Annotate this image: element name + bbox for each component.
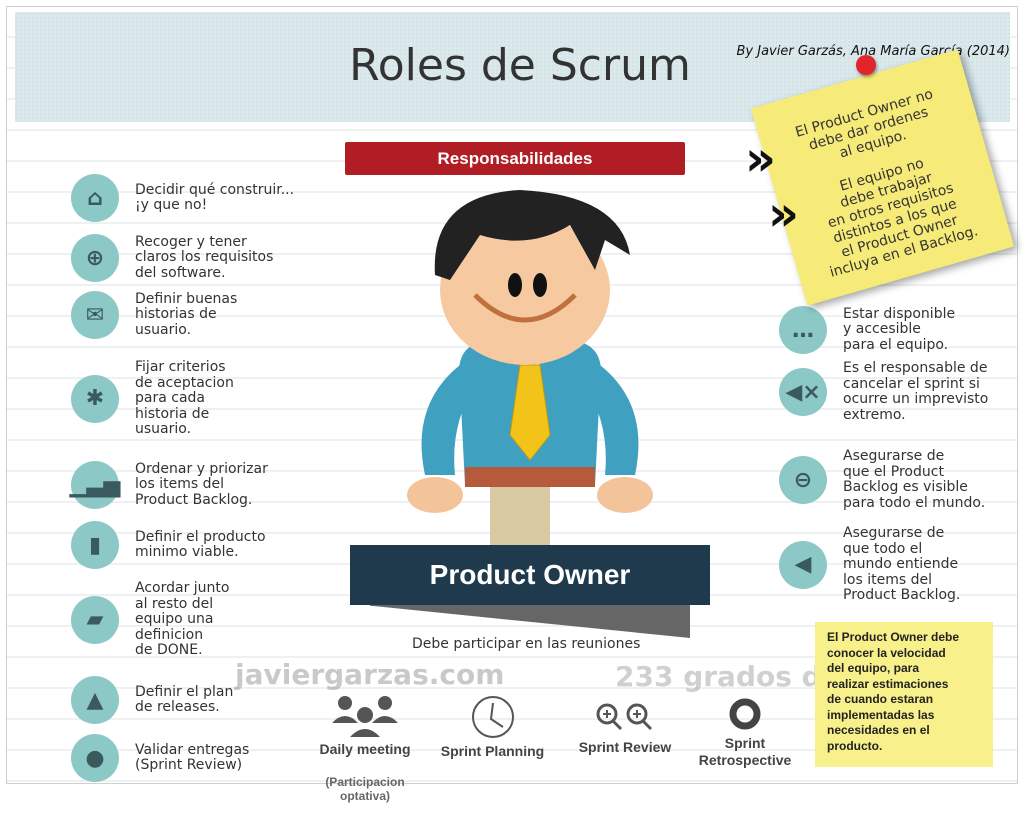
meeting-label: Daily meeting [319,741,411,757]
responsibility-text: Es el responsable de cancelar el sprint … [843,360,989,423]
responsibility-item: ⊖ Asegurarse de que el Product Backlog es… [779,448,986,511]
double-chevron-icon: » [768,186,800,242]
meetings-intro: Debe participar en las reuniones [412,636,641,652]
double-chevron-icon: » [745,131,777,187]
speaker-icon: ◀ [779,540,827,589]
meeting-daily: Daily meeting (Participacion optativa) [310,678,420,820]
folder-icon: ▰ [71,595,119,644]
pushpin-icon [856,55,876,75]
responsibility-item: ▮ Definir el producto minimo viable. [71,521,266,569]
responsibility-text: Asegurarse de que todo el mundo entiende… [843,525,961,603]
asterisk-icon: ✱ [71,374,119,423]
responsibility-text: Validar entregas (Sprint Review) [135,741,250,773]
product-owner-character [407,190,653,545]
responsibility-text: Definir el producto minimo viable. [135,528,266,560]
responsibility-item: ▰ Acordar junto al resto del equipo una d… [71,580,230,659]
responsibility-text: Recoger y tener claros los requisitos de… [135,233,274,281]
meeting-label: Sprint Planning [440,743,545,759]
responsibilities-banner: Responsabilidades [345,142,685,175]
responsibility-text: Decidir qué construir... ¡y que no! [135,181,295,213]
responsibility-item: ✉ Definir buenas historias de usuario. [71,291,237,339]
envelope-icon: ✉ [71,291,119,339]
meeting-review: Sprint Review [570,684,680,773]
responsibility-text: Asegurarse de que el Product Backlog es … [843,448,986,511]
responsibility-item: … Estar disponible y accesible para el eq… [779,306,955,354]
responsibility-text: Acordar junto al resto del equipo una de… [135,580,230,658]
meeting-label: Sprint Review [578,739,672,755]
people-icon [332,696,398,737]
ring-icon [729,698,761,730]
responsibility-text: Ordenar y priorizar los items del Produc… [135,460,268,508]
magnifiers-icon [596,703,653,731]
responsibility-item: ▁▃▅ Ordenar y priorizar los items del Pro… [70,460,268,509]
meeting-retrospective: Sprint Retrospective [690,680,800,786]
meeting-label: Sprint Retrospective [698,735,792,768]
battery-icon: ▮ [71,521,119,569]
role-banner: Product Owner [350,545,710,605]
home-icon: ⌂ [71,174,119,222]
responsibility-text: Estar disponible y accesible para el equ… [843,305,956,353]
zoom-in-icon: ⊕ [71,234,119,282]
signal-bars-icon: ▁▃▅ [70,461,120,509]
chat-bubble-icon: … [779,306,827,354]
velocity-note: El Product Owner debe conocer la velocid… [815,622,993,767]
responsibility-item: ● Validar entregas (Sprint Review) [71,734,249,782]
responsibility-text: Definir el plan de releases. [135,683,234,715]
author-credit: By Javier Garzás, Ana María García (2014… [736,44,1010,59]
responsibility-item: ⌂ Decidir qué construir... ¡y que no! [71,174,294,222]
meeting-planning: Sprint Planning [435,678,550,777]
meeting-note: (Participacion optativa) [325,775,405,803]
watermark-javiergarzas: javiergarzas.com [235,658,505,691]
user-icon: ● [71,734,119,782]
responsibility-item: ◀× Es el responsable de cancelar el sprin… [779,360,989,423]
responsibility-item: ◀ Asegurarse de que todo el mundo entiend… [779,525,961,604]
responsibility-item: ✱ Fijar criterios de aceptacion para cada… [71,359,234,438]
zoom-out-icon: ⊖ [779,456,827,504]
responsibility-item: ▲ Definir el plan de releases. [71,676,233,724]
responsibility-text: Fijar criterios de aceptacion para cada … [135,359,234,437]
clock-icon [471,696,514,738]
responsibility-item: ⊕ Recoger y tener claros los requisitos d… [71,234,273,282]
page-title: Roles de Scrum [349,40,691,91]
responsibility-text: Definir buenas historias de usuario. [135,290,238,338]
speaker-mute-icon: ◀× [779,368,827,416]
mountains-icon: ▲ [71,676,119,724]
